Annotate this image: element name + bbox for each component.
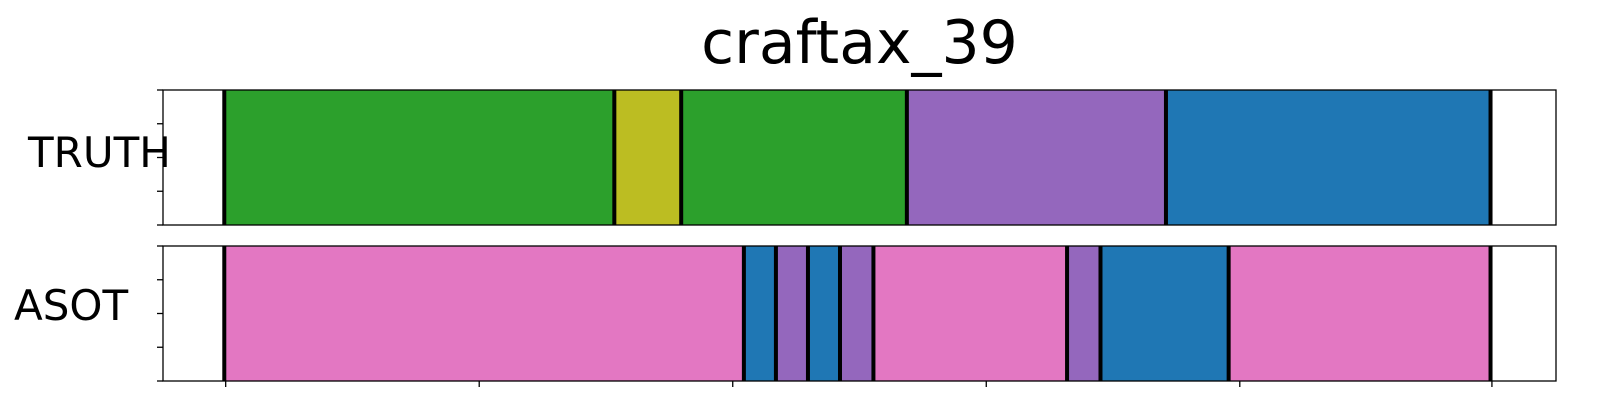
segment-truth-4 xyxy=(906,90,1166,225)
segment-asot-6 xyxy=(873,246,1068,381)
segment-asot-9 xyxy=(1228,246,1491,381)
row-label-asot: ASOT xyxy=(14,281,129,330)
segment-truth-3 xyxy=(681,90,907,225)
row-label-truth: TRUTH xyxy=(28,128,171,177)
segment-asot-5 xyxy=(839,246,874,381)
segment-truth-2 xyxy=(614,90,682,225)
segment-asot-4 xyxy=(807,246,840,381)
segment-truth-1 xyxy=(224,90,615,225)
segment-asot-1 xyxy=(224,246,744,381)
segment-asot-7 xyxy=(1067,246,1101,381)
segment-asot-2 xyxy=(743,246,776,381)
segment-asot-3 xyxy=(775,246,808,381)
chart-title: craftax_39 xyxy=(701,8,1018,78)
segment-asot-8 xyxy=(1100,246,1229,381)
segment-truth-5 xyxy=(1165,90,1491,225)
